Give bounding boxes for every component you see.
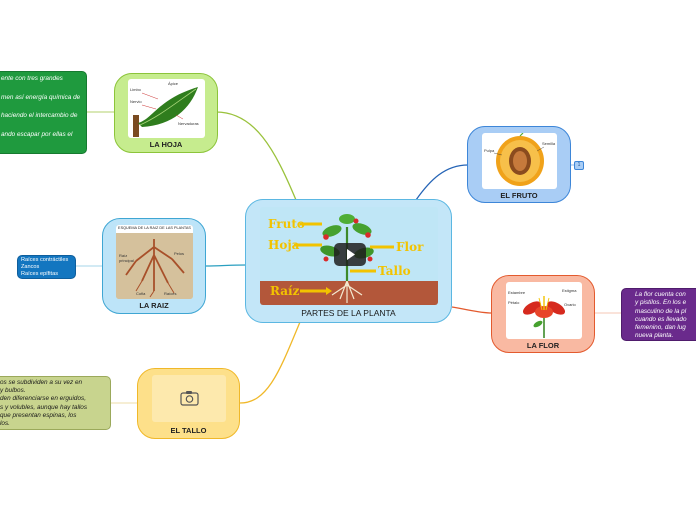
note-flor-line: cuando es llevado [635,315,687,323]
node-la-hoja-label: LA HOJA [149,140,183,149]
fruit-image: Pulpa Semilla [482,133,557,189]
note-flor-line: La flor cuenta con [635,291,686,298]
node-el-fruto[interactable]: Pulpa Semilla EL FRUTO [467,126,571,203]
note-hoja-line: ente con tres grandes [1,75,63,82]
flower-diagram: Estambre Pétalo Estigma Ovario [508,288,577,338]
svg-text:Cofia: Cofia [136,291,146,296]
svg-text:Pétalo: Pétalo [508,300,520,305]
note-tallo-line: los. [0,420,10,428]
svg-text:Raíces: Raíces [164,291,176,296]
svg-text:Pulpa: Pulpa [484,148,495,153]
node-la-raiz[interactable]: Raíz principal Pelos Cofia Raíces ESQUEM… [102,218,206,314]
note-flor-line: nueva planta. [635,332,674,340]
fruto-count-badge[interactable]: 1 [574,161,584,170]
link-raiz [205,264,247,267]
link-hoja [215,111,297,201]
root-diagram: Raíz principal Pelos Cofia Raíces [116,225,193,299]
note-raiz-line: Raíces epífitas [21,271,58,277]
note-tallo-line: s y volubles, aunque hay tallos [0,403,88,411]
svg-text:principal: principal [119,258,134,263]
label-raiz: Raíz [270,284,300,298]
link-fruto [415,164,469,201]
note-flor-line: femenino, dan lug [635,324,686,332]
note-tallo-line: y bulbos. [0,387,26,395]
note-hoja[interactable]: ente con tres grandes men así energía qu… [0,71,87,154]
note-tallo[interactable]: os se subdividen a su vez en y bulbos. d… [0,376,111,430]
svg-text:Nervaduras: Nervaduras [178,121,199,126]
leaf-diagram: Ápice Limbo Nervio Nervaduras [130,81,199,137]
note-hoja-line: ando escapar por ellas el [1,130,73,138]
root-image-title: ESQUEMA DE LA RAIZ DE LAS PLANTAS [118,226,191,230]
fruit-diagram: Pulpa Semilla [484,133,556,186]
note-raiz[interactable]: Raíces contráctiles Zancos Raíces epífit… [17,255,76,279]
label-tallo: Tallo [378,264,411,278]
node-el-tallo[interactable]: EL TALLO [137,368,240,439]
tallo-image-placeholder [152,375,226,422]
note-hoja-line: haciendo el intercambio de [1,112,78,119]
link-tallo [239,321,301,404]
note-raiz-line: Raíces contráctiles [21,257,69,263]
video-thumbnail[interactable]: Fruto Hoja Flor Tallo Raíz [260,207,438,305]
svg-text:Estambre: Estambre [508,290,526,295]
leaf-image: Ápice Limbo Nervio Nervaduras [128,79,205,138]
central-node[interactable]: Fruto Hoja Flor Tallo Raíz PARTES DE LA … [245,199,452,323]
link-flor [451,306,493,314]
node-el-fruto-label: EL FRUTO [500,191,538,200]
central-node-label: PARTES DE LA PLANTA [301,308,396,318]
note-flor-line: masculino de la pl [635,307,687,315]
flower-image: Estambre Pétalo Estigma Ovario [506,282,582,339]
play-icon [347,249,355,260]
svg-text:Limbo: Limbo [130,87,142,92]
note-flor[interactable]: La flor cuenta con y pistilos. En los e … [621,288,696,341]
note-raiz-line: Zancos [21,264,40,270]
label-fruto: Fruto [268,217,305,231]
svg-text:Nervio: Nervio [130,99,142,104]
svg-text:Ápice: Ápice [168,81,179,86]
node-la-flor[interactable]: Estambre Pétalo Estigma Ovario LA FLOR [491,275,595,353]
svg-text:Ovario: Ovario [564,302,577,307]
svg-text:Semilla: Semilla [542,141,556,146]
note-tallo-line: den diferenciarse en erguidos, [0,395,86,403]
svg-text:Pelos: Pelos [174,251,184,256]
svg-text:Raíz: Raíz [119,253,127,258]
label-hoja: Hoja [268,238,300,252]
node-la-hoja[interactable]: Ápice Limbo Nervio Nervaduras LA HOJA [114,73,218,153]
note-tallo-line: que presentan espinas, los [0,411,77,419]
svg-text:Estigma: Estigma [562,288,577,293]
label-flor: Flor [396,240,424,254]
note-flor-line: y pistilos. En los e [635,299,687,307]
play-button[interactable] [334,243,366,266]
node-la-raiz-label: LA RAIZ [139,301,169,310]
note-hoja-line: men así energía química de [1,93,81,101]
node-el-tallo-label: EL TALLO [170,426,207,435]
node-la-flor-label: LA FLOR [526,341,560,350]
root-image: Raíz principal Pelos Cofia Raíces ESQUEM… [116,225,193,299]
note-tallo-line: os se subdividen a su vez en [0,379,83,386]
camera-icon [180,391,199,406]
